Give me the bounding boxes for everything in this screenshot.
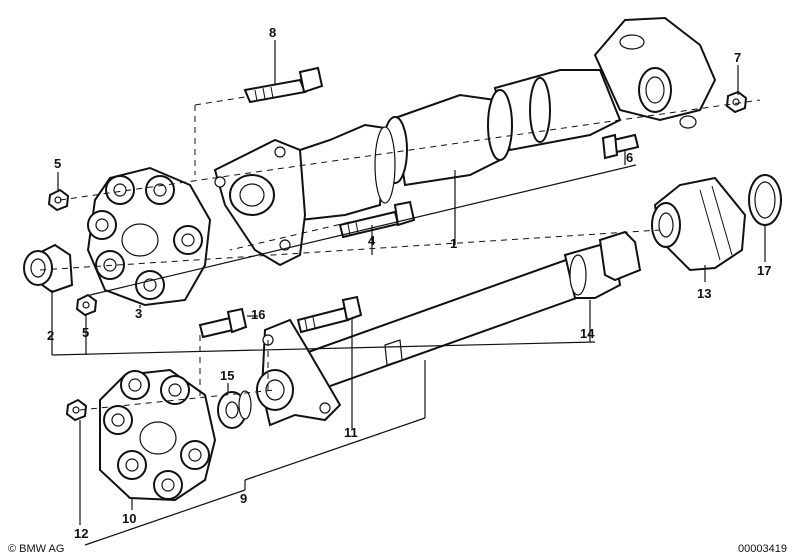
part-11-bolt [296, 295, 363, 334]
lower-shaft-flange [256, 318, 342, 427]
part-10-flex-disc [99, 368, 217, 502]
callout-9: 9 [240, 491, 247, 506]
callout-13: 13 [697, 286, 711, 301]
callout-10: 10 [122, 511, 136, 526]
leader-lines [51, 40, 766, 546]
part-17-ring [748, 174, 782, 226]
callout-5-upper: 5 [54, 156, 61, 171]
part-14-drive-shaft-lower [298, 230, 642, 397]
part-1-drive-shaft-tube [299, 16, 717, 222]
callout-5-lower: 5 [82, 325, 89, 340]
brand-copyright: © BMW AG [8, 543, 64, 555]
part-16-bolt [198, 307, 248, 339]
callout-6: 6 [626, 150, 633, 165]
callout-7: 7 [734, 50, 741, 65]
callout-1: 1 [450, 236, 457, 251]
part-5-nut-lower [75, 293, 98, 317]
callout-12: 12 [74, 526, 88, 541]
callout-15: 15 [220, 368, 234, 383]
callout-11: 11 [344, 425, 358, 440]
part-8-bolt [243, 66, 324, 104]
drawing-number: 00003419 [738, 543, 787, 555]
part-13-center-bearing [651, 176, 747, 272]
alignment-lines [39, 96, 761, 411]
callout-17: 17 [757, 263, 771, 278]
part-3-flex-disc [86, 166, 212, 307]
part-12-nut [65, 398, 88, 422]
part-5-nut-upper [47, 188, 70, 212]
part-7-nut [725, 90, 748, 114]
callout-3: 3 [135, 306, 142, 321]
part-2-sleeve [23, 243, 74, 294]
part-6-bolt [601, 133, 640, 160]
callout-14: 14 [580, 326, 595, 341]
callout-8: 8 [269, 25, 276, 40]
part-15-damper [217, 390, 252, 429]
callout-16: 16 [251, 307, 265, 322]
upper-shaft-flange [213, 138, 307, 267]
callout-4: 4 [368, 233, 376, 248]
callout-2: 2 [47, 328, 54, 343]
